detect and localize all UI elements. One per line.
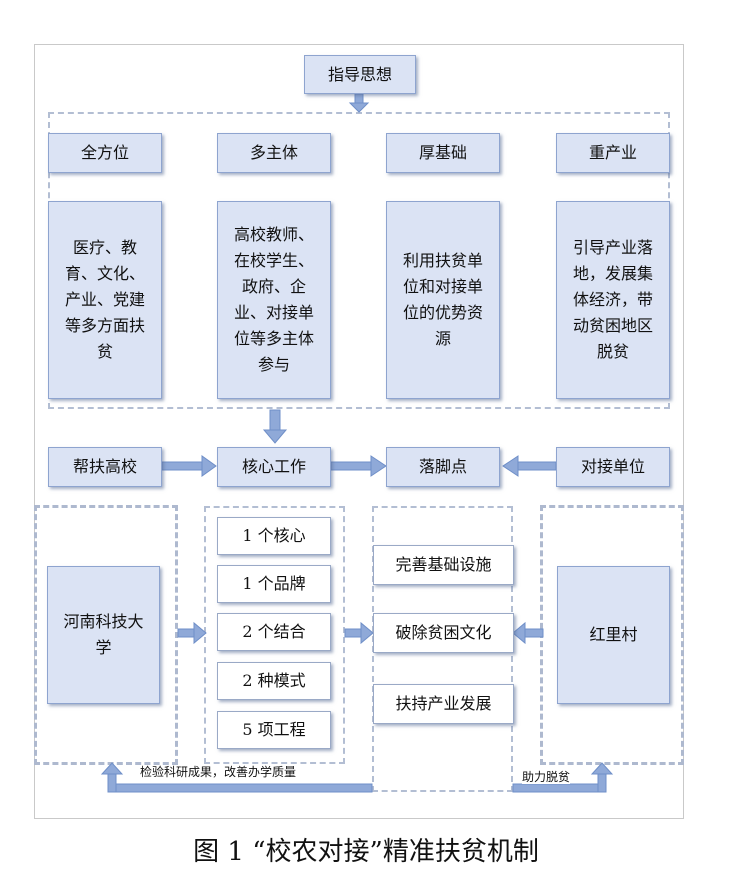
support-university-label: 帮扶高校 — [48, 447, 162, 487]
foothold-item: 完善基础设施 — [373, 545, 514, 585]
university-box: 河南科技大学 — [47, 566, 160, 704]
core-item: 5 项工程 — [217, 711, 331, 749]
core-item: 2 种模式 — [217, 662, 331, 700]
core-item: 1 个核心 — [217, 517, 331, 555]
core-item: 1 个品牌 — [217, 565, 331, 603]
university-group — [34, 505, 178, 765]
principle-header-multi-subject: 多主体 — [217, 133, 331, 173]
principle-desc-all-round: 医疗、教育、文化、产业、党建等多方面扶贫 — [48, 201, 162, 399]
feedback-right-note: 助力脱贫 — [522, 770, 571, 784]
feedback-left-note: 检验科研成果，改善办学质量 — [140, 765, 297, 779]
principle-header-all-round: 全方位 — [48, 133, 162, 173]
core-work-label: 核心工作 — [217, 447, 331, 487]
figure-caption: 图 1 “校农对接”精准扶贫机制 — [193, 837, 539, 867]
foothold-item: 破除贫困文化 — [373, 613, 514, 653]
principle-desc-solid-foundation: 利用扶贫单位和对接单位的优势资源 — [386, 201, 500, 399]
core-work-group — [204, 506, 345, 764]
core-item: 2 个结合 — [217, 613, 331, 651]
principle-desc-industry-focus: 引导产业落地，发展集体经济，带动贫困地区脱贫 — [556, 201, 670, 399]
foothold-item: 扶持产业发展 — [373, 684, 514, 724]
foothold-label: 落脚点 — [386, 447, 500, 487]
diagram-frame — [34, 44, 684, 819]
principle-header-solid-foundation: 厚基础 — [386, 133, 500, 173]
principle-desc-multi-subject: 高校教师、在校学生、政府、企业、对接单位等多主体参与 — [217, 201, 331, 399]
guiding-thought-box: 指导思想 — [304, 55, 416, 94]
principle-header-industry-focus: 重产业 — [556, 133, 670, 173]
paired-unit-label: 对接单位 — [556, 447, 670, 487]
village-box: 红里村 — [557, 566, 670, 704]
